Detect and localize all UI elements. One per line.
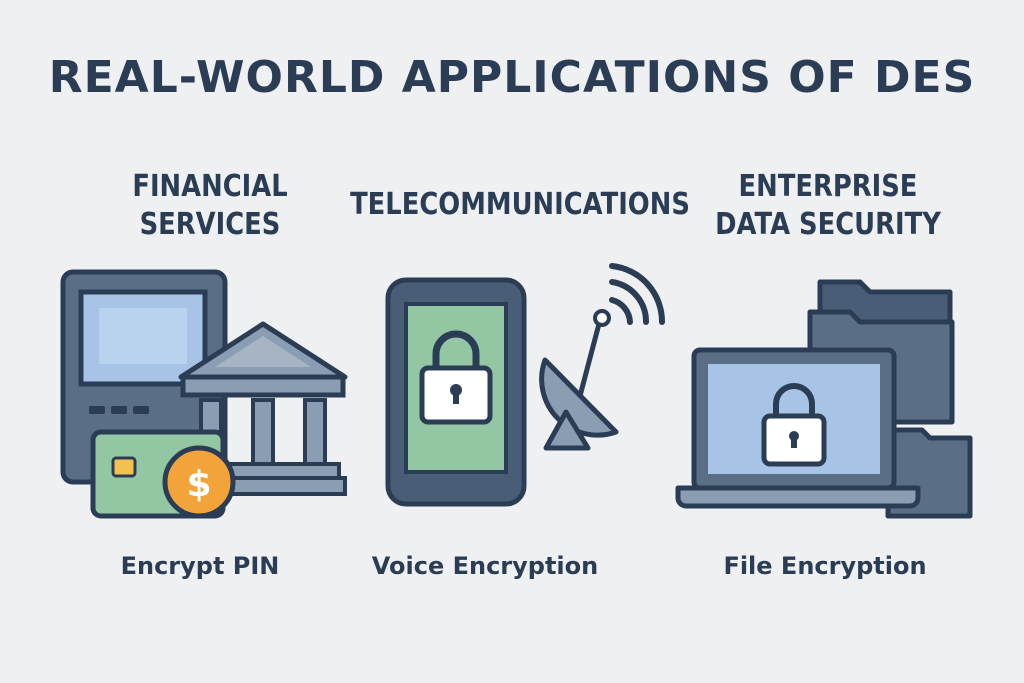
telecommunications-heading: TELECOMMUNICATIONS (348, 186, 692, 224)
telecom-heading-line1: TELECOMMUNICATIONS (350, 187, 690, 222)
signal-waves-icon (609, 263, 666, 325)
enterprise-heading-line2: DATA SECURITY (715, 207, 941, 242)
financial-heading-line2: SERVICES (139, 207, 281, 242)
padlock-icon (761, 383, 827, 467)
enterprise-heading: ENTERPRISE DATA SECURITY (699, 168, 957, 244)
telecom-caption: Voice Encryption (371, 552, 599, 580)
enterprise-heading-line1: ENTERPRISE (738, 169, 918, 204)
enterprise-illustration (675, 279, 973, 519)
dollar-coin-icon: $ (162, 445, 236, 519)
satellite-dish-icon (539, 309, 619, 451)
padlock-icon (419, 330, 493, 425)
financial-illustration: $ (60, 269, 348, 519)
page-title: REAL-WORLD APPLICATIONS OF DES (48, 52, 976, 103)
enterprise-caption: File Encryption (723, 552, 927, 580)
telecom-illustration (385, 263, 666, 507)
financial-caption: Encrypt PIN (120, 552, 280, 580)
financial-services-heading: FINANCIAL SERVICES (90, 168, 331, 244)
financial-heading-line1: FINANCIAL (132, 169, 288, 204)
dollar-symbol: $ (186, 464, 211, 505)
